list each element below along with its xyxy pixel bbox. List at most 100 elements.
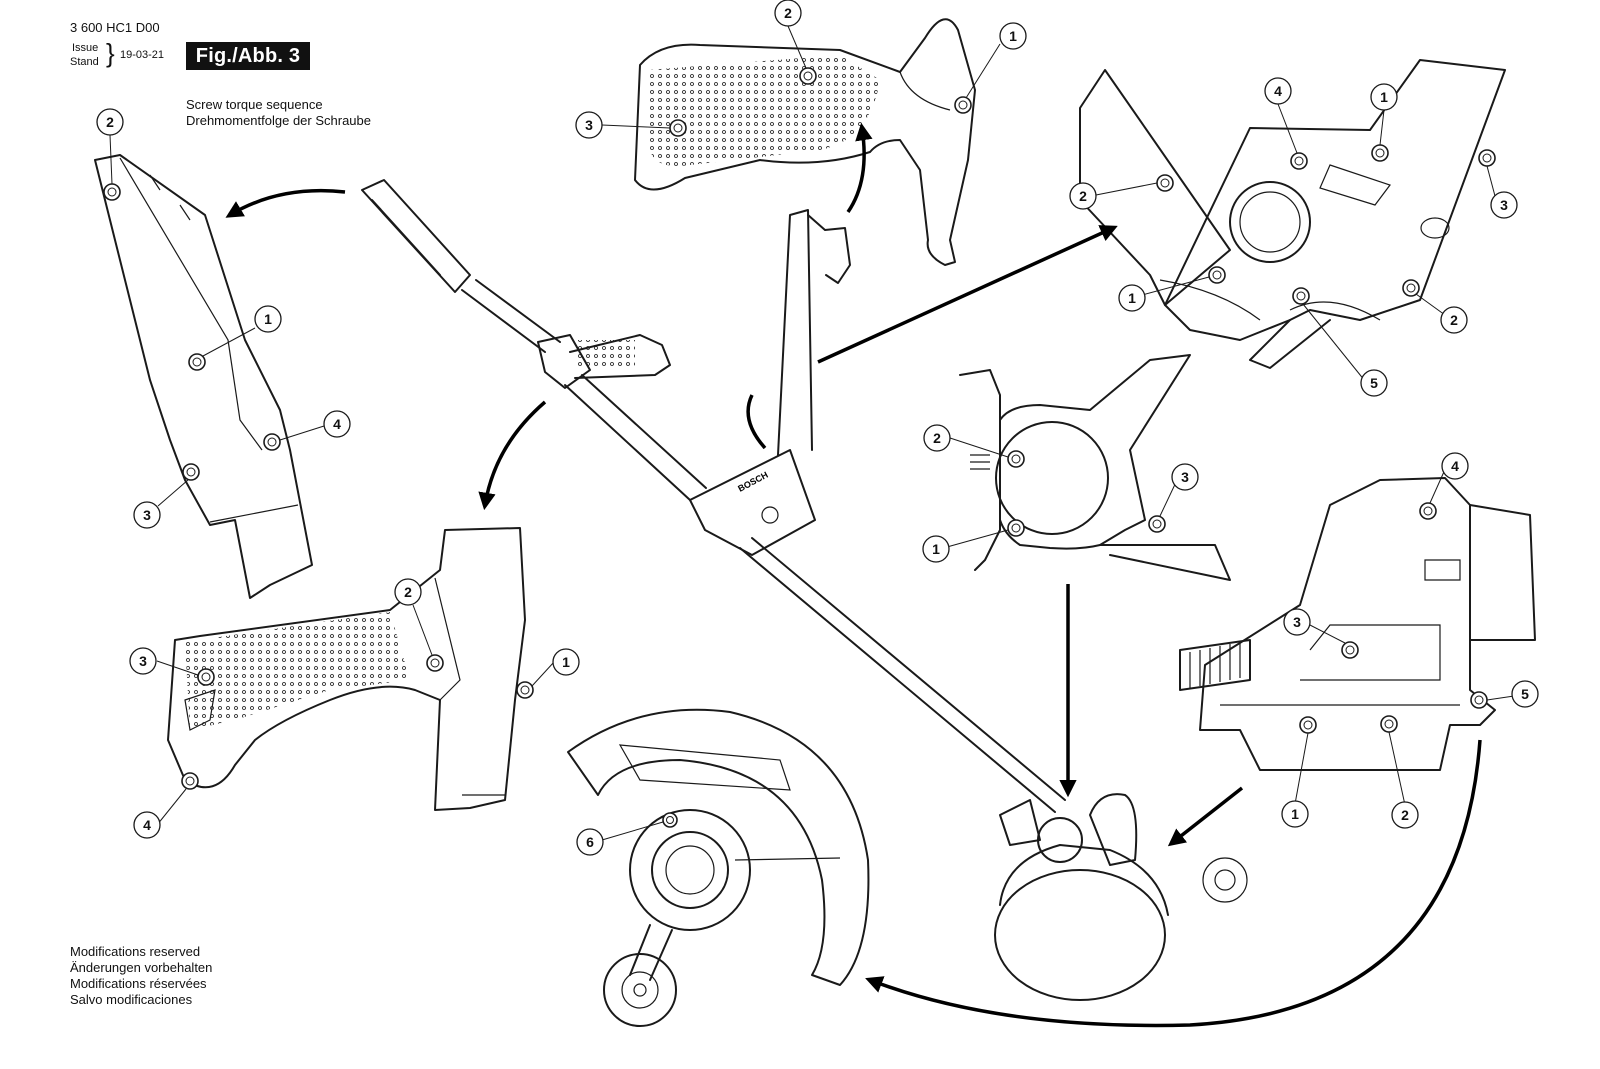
caption-line-1: Screw torque sequence — [186, 97, 323, 112]
callout-motor-center-2: 2 — [923, 424, 951, 452]
issue-date: 19-03-21 — [120, 49, 165, 61]
head-right-detail — [1179, 477, 1536, 771]
caption-line-2: Drehmomentfolge der Schraube — [186, 113, 371, 128]
screw-marker — [1470, 691, 1488, 709]
screw-marker — [1419, 502, 1437, 520]
screw-marker — [1371, 144, 1389, 162]
screws — [103, 67, 1496, 828]
screw-marker — [188, 353, 206, 371]
callout-grip-lower-3: 3 — [129, 647, 157, 675]
callout-head-right-4: 4 — [1441, 452, 1469, 480]
screw-marker — [181, 772, 199, 790]
screw-marker — [1007, 519, 1025, 537]
footer-line-4: Salvo modificaciones — [70, 992, 193, 1007]
screw-marker — [516, 681, 534, 699]
svg-text:1: 1 — [1380, 89, 1388, 105]
screw-marker — [1341, 641, 1359, 659]
callout-housing-left-4: 4 — [323, 410, 351, 438]
callout-grip-lower-1: 1 — [552, 648, 580, 676]
svg-text:3: 3 — [143, 507, 151, 523]
callout-housing-left-1: 1 — [254, 305, 282, 333]
screw-marker — [1299, 716, 1317, 734]
svg-text:3: 3 — [585, 117, 593, 133]
screw-marker — [1402, 279, 1420, 297]
callout-leaders — [109, 25, 1515, 841]
callout-housing-left-3: 3 — [133, 501, 161, 529]
svg-text:3: 3 — [139, 653, 147, 669]
svg-text:5: 5 — [1370, 375, 1378, 391]
footer-line-1: Modifications reserved — [70, 944, 201, 959]
callout-grip-lower-2: 2 — [394, 578, 422, 606]
svg-text:2: 2 — [106, 114, 114, 130]
footer-line-3: Modifications réservées — [70, 976, 207, 991]
screw-marker — [954, 96, 972, 114]
screw-marker — [1380, 715, 1398, 733]
svg-text:1: 1 — [932, 541, 940, 557]
svg-text:3: 3 — [1293, 614, 1301, 630]
screw-marker — [799, 67, 817, 85]
callout-motor-top-1a: 1 — [1370, 83, 1398, 111]
svg-text:4: 4 — [1451, 458, 1459, 474]
screw-marker — [1478, 149, 1496, 167]
callout-handle-top-3: 3 — [575, 111, 603, 139]
callout-head-right-3: 3 — [1283, 608, 1311, 636]
grip-lower-detail — [167, 527, 526, 811]
svg-text:4: 4 — [1274, 83, 1282, 99]
screw-marker — [1007, 450, 1025, 468]
callout-guard-6: 6 — [576, 828, 604, 856]
callout-motor-top-2b: 2 — [1440, 306, 1468, 334]
callout-motor-top-3: 3 — [1490, 191, 1518, 219]
svg-text:3: 3 — [1181, 469, 1189, 485]
motor-center-detail — [959, 354, 1231, 581]
screw-marker — [197, 668, 215, 686]
svg-text:1: 1 — [1009, 28, 1017, 44]
screw-marker — [1208, 266, 1226, 284]
screw-marker — [662, 812, 678, 828]
callout-head-right-1: 1 — [1281, 800, 1309, 828]
callout-grip-lower-4: 4 — [133, 811, 161, 839]
housing-left-detail — [94, 154, 313, 599]
screw-marker — [1290, 152, 1308, 170]
callout-motor-top-5: 5 — [1360, 369, 1388, 397]
assembly-arrows — [225, 122, 1482, 1028]
callout-motor-top-2a: 2 — [1069, 182, 1097, 210]
issue-label: Issue — [72, 42, 99, 54]
svg-text:2: 2 — [933, 430, 941, 446]
svg-text:4: 4 — [333, 416, 341, 432]
brace-symbol: } — [106, 38, 115, 68]
svg-text:1: 1 — [1291, 806, 1299, 822]
svg-text:2: 2 — [1450, 312, 1458, 328]
figure-label: Fig./Abb. 3 — [186, 42, 310, 70]
svg-text:2: 2 — [1401, 807, 1409, 823]
stand-label: Stand — [70, 56, 99, 68]
callout-motor-top-4: 4 — [1264, 77, 1292, 105]
footer-line-2: Änderungen vorbehalten — [70, 960, 213, 975]
svg-text:6: 6 — [586, 834, 594, 850]
screw-marker — [669, 119, 687, 137]
screw-marker — [1156, 174, 1174, 192]
svg-text:5: 5 — [1521, 686, 1529, 702]
svg-text:1: 1 — [1128, 290, 1136, 306]
guard-assembly — [567, 708, 870, 1027]
svg-text:2: 2 — [404, 584, 412, 600]
callout-handle-top-2: 2 — [774, 0, 802, 27]
screw-marker — [263, 433, 281, 451]
svg-text:2: 2 — [784, 5, 792, 21]
callout-handle-top-1: 1 — [999, 22, 1027, 50]
svg-text:3: 3 — [1500, 197, 1508, 213]
document-number: 3 600 HC1 D00 — [70, 20, 160, 35]
callout-head-right-5: 5 — [1511, 680, 1539, 708]
callout-motor-top-1b: 1 — [1118, 284, 1146, 312]
callout-head-right-2: 2 — [1391, 801, 1419, 829]
trimmer-head — [994, 793, 1248, 1001]
screw-marker — [1148, 515, 1166, 533]
trimmer-main-assembly: BOSCH — [361, 179, 1066, 813]
callout-housing-left-2: 2 — [96, 108, 124, 136]
svg-text:1: 1 — [562, 654, 570, 670]
screw-marker — [1292, 287, 1310, 305]
svg-text:1: 1 — [264, 311, 272, 327]
svg-text:2: 2 — [1079, 188, 1087, 204]
screw-marker — [182, 463, 200, 481]
callout-motor-center-3: 3 — [1171, 463, 1199, 491]
